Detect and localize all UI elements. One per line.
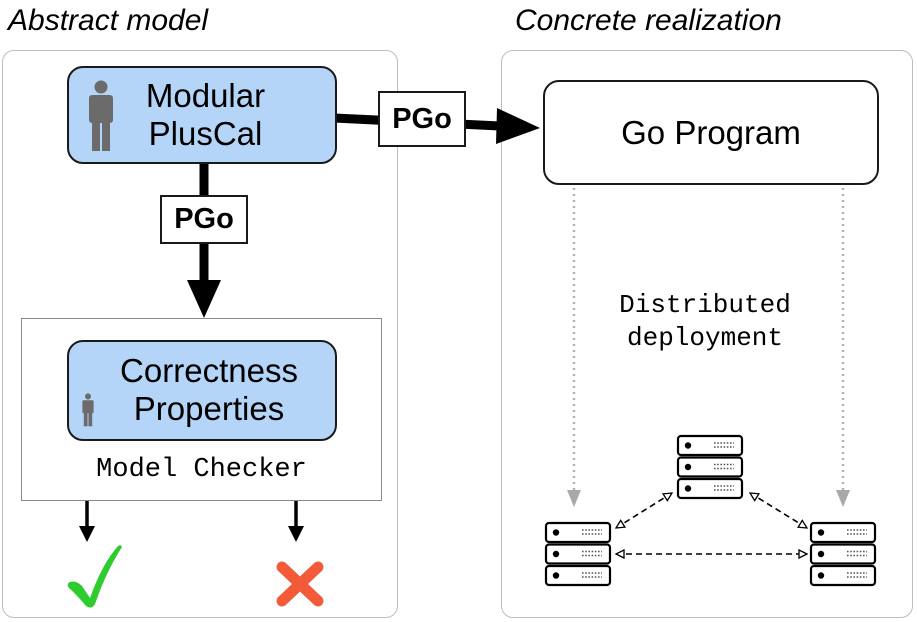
model-checker-output-arrows — [79, 501, 304, 542]
server-icon — [809, 521, 877, 587]
person-icon — [89, 80, 113, 151]
abstract-model-title: Abstract model — [8, 4, 209, 37]
cross-icon — [276, 561, 324, 607]
server-icon — [676, 434, 744, 500]
server-icon — [544, 521, 612, 587]
network-links — [616, 493, 807, 554]
checkmark-icon — [67, 545, 122, 608]
pgo-down-label: PGo — [160, 195, 248, 244]
deployment-dotted-arrows — [567, 188, 850, 507]
correctness-properties-label: Correctness Properties — [120, 352, 298, 427]
go-program-box: Go Program — [543, 80, 879, 185]
model-checker-label: Model Checker — [96, 455, 307, 485]
modular-pluscal-label: Modular PlusCal — [145, 77, 266, 152]
concrete-realization-title: Concrete realization — [515, 4, 782, 37]
person-icon — [82, 393, 94, 427]
distributed-deployment-label: Distributed deployment — [619, 290, 791, 353]
pgo-right-label: PGo — [378, 91, 466, 147]
correctness-properties-box — [67, 340, 337, 441]
